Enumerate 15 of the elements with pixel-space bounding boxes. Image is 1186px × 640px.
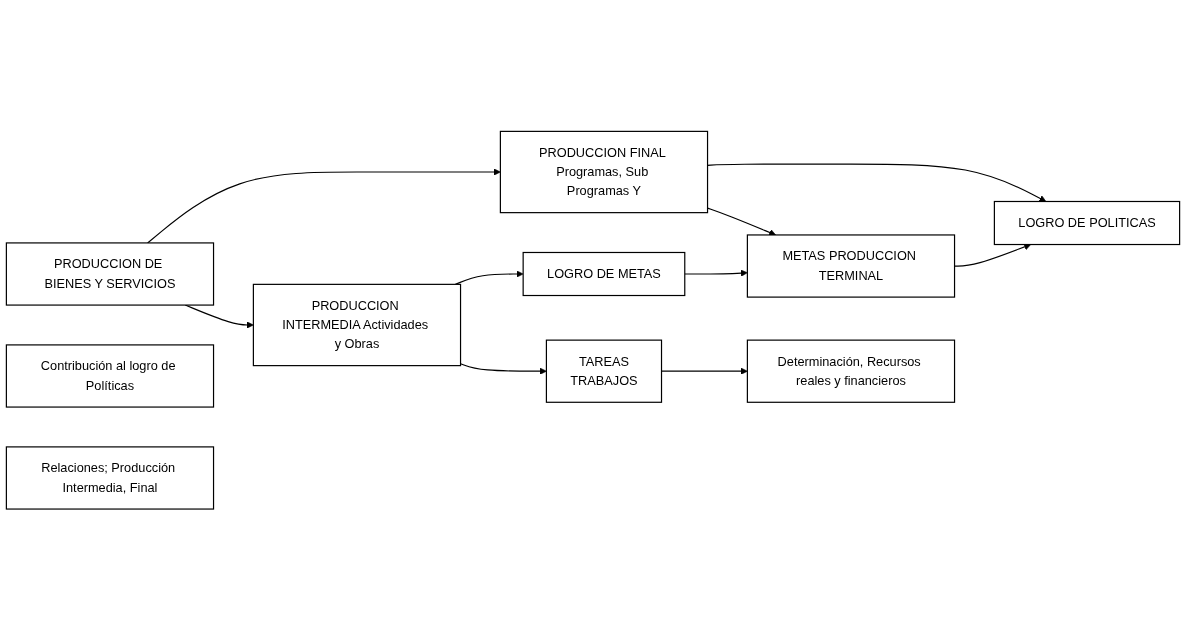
- node-box: PRODUCCION DE BIENES Y SERVICIOS: [5, 242, 215, 306]
- node-box: PRODUCCION INTERMEDIA Actividades y Obras: [252, 283, 462, 366]
- node-box: METAS PRODUCCION TERMINAL: [746, 234, 956, 298]
- node-box: TAREAS TRABAJOS: [545, 339, 663, 403]
- arrow: [147, 168, 501, 244]
- arrow: [459, 362, 547, 375]
- node-box: Determinación, Recursos reales y financieros: [746, 339, 956, 403]
- node-box: Relaciones; Producción Intermedia, Final: [5, 446, 215, 510]
- arrow: [454, 270, 524, 285]
- node-box: LOGRO DE POLITICAS: [993, 200, 1181, 245]
- arrow: [184, 304, 254, 329]
- arrow: [684, 269, 748, 277]
- node-box: Contribución al logro de Políticas: [5, 344, 215, 408]
- node-box: LOGRO DE METAS: [522, 251, 686, 296]
- node-box: PRODUCCION FINAL Programas, Sub Programas Y: [499, 130, 709, 214]
